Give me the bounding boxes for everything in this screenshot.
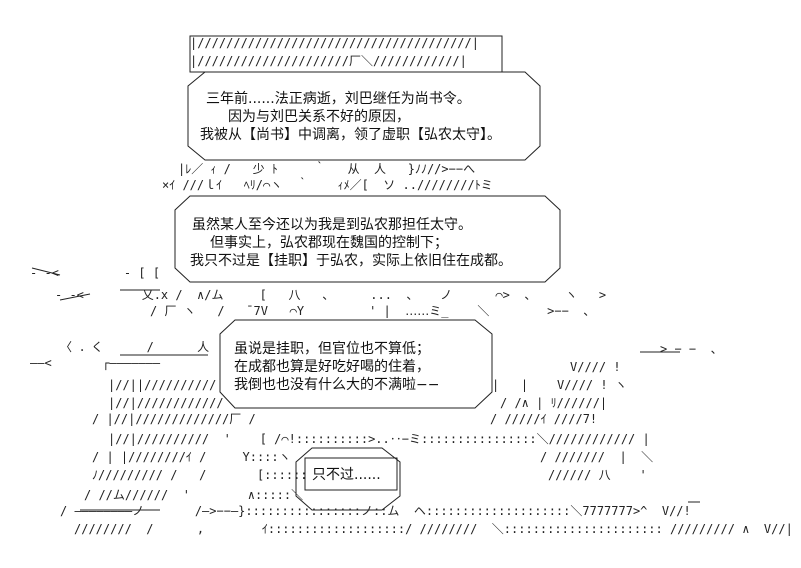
bubble4-text: 只不过......	[312, 467, 381, 483]
bubble2-line3: 我只不过是【挂职】于弘农，实际上依旧住在成都。	[190, 253, 512, 269]
art-fragment-k: |//|////////// ' [ /⌒!::::::::::>..‥−ミ::…	[108, 432, 650, 446]
bubble1-outline	[187, 71, 541, 161]
art-fragment-g: ——< ┌———————	[30, 356, 161, 370]
art-fragment-q: > − − 、	[660, 342, 723, 356]
art-fragment-d: - -< 乂.x / ∧/ム [ 八 、 ... 、 ノ ⌒> 、 ヽ >	[55, 288, 607, 302]
bubble2-outline	[174, 195, 561, 283]
art-fragment-p: //////// / , ｲ:::::::::::::::::::/ /////…	[74, 522, 793, 536]
bubble3-line2: 在成都也算是好吃好喝的住着，	[234, 359, 430, 375]
art-fragment-o: / ————————ノ /—>−−—}::::::::::::::::ノ::ム …	[60, 504, 691, 518]
art-fragment-s: / /////ｲ ////7!	[490, 412, 598, 426]
bubble3-outline	[219, 319, 493, 409]
art-fragment-j: / |//|/////////////厂 /	[92, 412, 256, 426]
bubble4-inner-box	[304, 457, 398, 491]
bubble2-line1: 虽然某人至今还以为我是到弘农那担任太守。	[192, 217, 472, 233]
art-fragment-a: |ﾚ／ ｨ / 少 ﾄ ｀ 从 人 }ﾉﾉ//>−−へ	[178, 162, 476, 176]
art-fragment-f: 〈 ．く / 人	[60, 340, 210, 354]
art-fragment-i: |//|////////////	[108, 396, 224, 410]
art-fragment-c: - -< - [ [	[30, 266, 161, 280]
bubble2-line2: 但事实上，弘农郡现在魏国的控制下；	[210, 235, 448, 251]
bubble4-outline	[295, 447, 401, 511]
art-fragment-r: / /∧ | ﾘ//////|	[500, 396, 608, 410]
banner-line-2: |/////////////////////厂＼////////////|	[190, 54, 467, 68]
art-fragment-w: | | V//// ! ヽ	[492, 378, 627, 392]
bubble1-line1: 三年前......法正病逝，刘巴继任为尚书令。	[206, 91, 471, 107]
art-fragment-l: / | |////////ｲ / Y::::ヽ	[92, 450, 291, 464]
art-fragment-m: ﾉ///////// / / [::::::	[92, 468, 308, 482]
bubble1-line2: 因为与刘巴关系不好的原因，	[228, 109, 410, 125]
art-fragment-n: / //ム////// ' ∧:::::＼	[84, 488, 304, 502]
bubble1-line3: 我被从【尚书】中调离，领了虚职【弘农太守】。	[200, 127, 501, 143]
art-fragment-u: / /////// | ＼	[540, 450, 654, 464]
art-fragment-t: ////// 八 '	[548, 468, 654, 482]
art-fragment-h: |//||//////////	[108, 378, 217, 392]
art-fragment-v: V//// !	[570, 360, 621, 374]
art-fragment-b: ×ｲ ///ｌｲ ﾍﾘ/⌒ヽ ｀ ｨﾒ／[ ソ ..////////ﾄミ	[162, 178, 493, 192]
banner-line-1: |//////////////////////////////////////|	[190, 36, 479, 50]
bubble3-line1: 虽说是挂职，但官位也不算低；	[234, 341, 430, 357]
art-fragment-e: / 厂 ヽ / ¯7V ⌒Y ' | ‥‥‥ミ_ ＼ >−− 、	[150, 304, 596, 318]
bubble3-line3: 我倒也也没有什么大的不满啦−−	[234, 377, 440, 393]
